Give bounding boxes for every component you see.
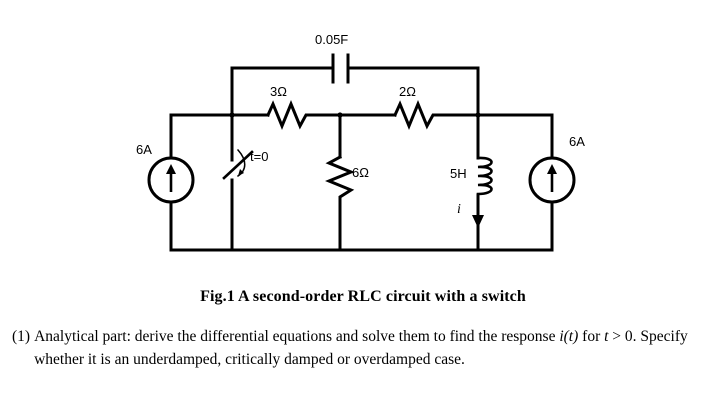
problem-body: Analytical part: derive the differential… — [34, 325, 712, 372]
current-source-left-label: 6A — [136, 142, 152, 157]
capacitor-label: 0.05F — [315, 32, 349, 47]
circuit-diagram-svg — [147, 53, 576, 252]
figure-caption: Fig.1 A second-order RLC circuit with a … — [200, 288, 526, 305]
switch-label: t=0 — [250, 149, 269, 164]
junction-dot-switch-top — [229, 112, 235, 118]
inductor-label: 5H — [450, 166, 467, 181]
current-source-right-label: 6A — [569, 134, 585, 149]
problem-number: (1) — [12, 328, 31, 345]
response-variable: i(t) — [559, 328, 579, 345]
for-word: for — [578, 328, 605, 345]
resistor-6ohm-symbol — [325, 154, 355, 215]
resistor-3ohm-symbol — [266, 100, 312, 130]
resistor-2ohm-label: 2Ω — [399, 84, 416, 99]
problem-line-2-rest: > 0. Specify whether it is an underdampe… — [34, 328, 688, 369]
resistor-2ohm-symbol — [393, 100, 442, 130]
current-variable-label: i — [457, 202, 461, 217]
problem-line-3: overdamped case. — [353, 351, 465, 369]
resistor-3ohm-label: 3Ω — [270, 84, 287, 99]
problem-item: (1) Analytical part: derive the differen… — [12, 325, 712, 372]
switch-arrow-head — [238, 169, 244, 176]
current-source-right-arrow-head — [547, 164, 557, 174]
problem-line-1: Analytical part: derive the differential… — [34, 328, 556, 345]
junction-dot-middle-top — [337, 112, 343, 118]
current-direction-arrow-head — [472, 215, 484, 228]
time-variable: t — [604, 328, 609, 345]
resistor-6ohm-label: 6Ω — [352, 165, 369, 180]
switch-blade — [222, 150, 254, 180]
current-source-left-arrow-head — [166, 164, 176, 174]
inductor-coil-symbol — [476, 156, 493, 196]
circuit-figure: 0.05F 3Ω 2Ω 6Ω 5H 6A 6A t=0 i — [136, 32, 585, 252]
problem-statement: (1) Analytical part: derive the differen… — [12, 325, 712, 372]
junction-dot-inductor-top — [475, 112, 481, 118]
